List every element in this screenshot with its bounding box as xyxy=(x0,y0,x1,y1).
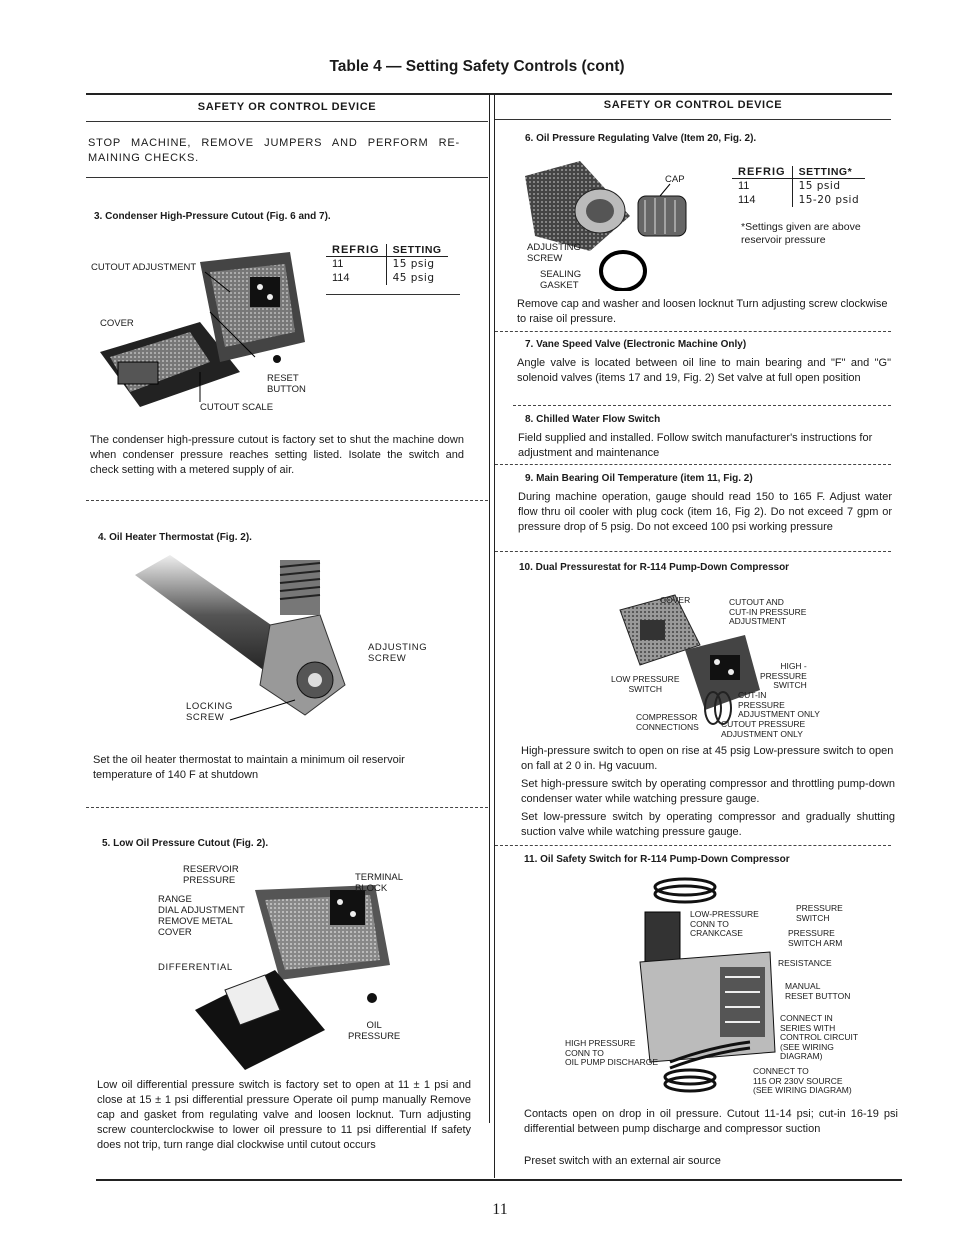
left-header-rule xyxy=(86,121,488,122)
label-oil-pressure: OIL PRESSURE xyxy=(348,1020,401,1042)
label-pressure-switch: PRESSURE SWITCH xyxy=(796,903,843,923)
table-header: SETTING* xyxy=(791,166,866,179)
pressure-cutout-photo xyxy=(100,252,305,407)
section-rule xyxy=(86,177,488,178)
item8-text: Field supplied and installed. Follow swi… xyxy=(518,432,873,459)
section-rule xyxy=(86,500,488,501)
label-manual-reset: MANUAL RESET BUTTON xyxy=(785,981,851,1001)
page-title: Table 4 — Setting Safety Controls (cont) xyxy=(329,58,625,75)
thermostat-photo xyxy=(135,555,346,721)
table-cell: 114 xyxy=(738,194,756,206)
label-pressure-switch-arm: PRESSURE SWITCH ARM xyxy=(788,928,843,948)
label-cover: COVER xyxy=(660,595,691,605)
label-high-pressure-conn: HIGH PRESSURE CONN TO OIL PUMP DISCHARGE xyxy=(565,1038,659,1067)
table-header: REFRIG xyxy=(326,244,387,257)
label-high-pressure-switch: HIGH - PRESSURE SWITCH xyxy=(760,661,807,690)
label-terminal-block: TERMINAL BLOCK xyxy=(355,872,404,894)
right-column-header: SAFETY OR CONTROL DEVICE xyxy=(603,99,783,111)
table-cell: 15 psid xyxy=(791,178,866,193)
item6-footnote: *Settings given are above reservoir pres… xyxy=(741,221,861,246)
item9-heading: 9. Main Bearing Oil Temperature (item 11… xyxy=(525,473,753,484)
label-range-dial: RANGE DIAL ADJUSTMENT REMOVE METAL COVER xyxy=(158,894,245,938)
label-reset-button: RESET BUTTON xyxy=(267,373,306,395)
item5-text: Low oil differential pressure switch is … xyxy=(97,1079,471,1151)
table-cell: 15-20 psid xyxy=(791,193,866,207)
item10-paragraph: High-pressure switch to open on rise at … xyxy=(521,745,894,772)
item10-heading: 10. Dual Pressurestat for R-114 Pump-Dow… xyxy=(519,562,790,573)
item3-text: The condenser high-pressure cutout is fa… xyxy=(90,434,464,476)
section-rule xyxy=(495,845,891,846)
label-connect-to-source: CONNECT TO 115 OR 230V SOURCE (SEE WIRIN… xyxy=(753,1066,852,1095)
label-resistance: RESISTANCE xyxy=(778,958,832,968)
item10-paragraph: Set high-pressure switch by operating co… xyxy=(521,778,895,805)
item8-heading: 8. Chilled Water Flow Switch xyxy=(525,414,661,425)
table-rule xyxy=(326,294,460,295)
table-bottom-rule xyxy=(96,1179,902,1181)
label-compressor-connections: COMPRESSOR CONNECTIONS xyxy=(636,712,699,732)
section-rule xyxy=(495,551,891,552)
label-cover: COVER xyxy=(100,318,134,329)
label-cutout-scale: CUTOUT SCALE xyxy=(200,402,274,413)
item5-heading: 5. Low Oil Pressure Cutout (Fig. 2). xyxy=(102,838,269,849)
table-header: REFRIG xyxy=(732,166,793,179)
label-connect-in-series: CONNECT IN SERIES WITH CONTROL CIRCUIT (… xyxy=(780,1013,859,1061)
table-cell: 15 psig xyxy=(385,256,448,271)
label-cutout-adjustment: CUTOUT ADJUSTMENT xyxy=(91,262,197,273)
oil-safety-switch-photo xyxy=(639,877,776,1093)
label-low-pressure-switch: LOW PRESSURE SWITCH xyxy=(611,674,680,694)
table-cell: 45 psig xyxy=(385,271,448,285)
item4-text: Set the oil heater thermostat to maintai… xyxy=(93,754,405,781)
item11-paragraph: Contacts open on drop in oil pressure. C… xyxy=(524,1108,898,1135)
table-cell: 11 xyxy=(332,258,344,270)
item11-heading: 11. Oil Safety Switch for R-114 Pump-Dow… xyxy=(524,854,790,865)
item9-text: During machine operation, gauge should r… xyxy=(518,491,892,533)
label-cutout-pressure: CUTOUT PRESSURE ADJUSTMENT ONLY xyxy=(721,719,806,739)
label-cap: CAP xyxy=(665,174,685,185)
label-adjusting-screw: ADJUSTING SCREW xyxy=(368,642,428,664)
item7-text: Angle valve is located between oil line … xyxy=(517,357,891,384)
section-rule xyxy=(495,464,891,465)
low-oil-cutout-photo xyxy=(195,885,390,1070)
table-cell: 11 xyxy=(738,180,750,192)
item7-heading: 7. Vane Speed Valve (Electronic Machine … xyxy=(525,339,747,350)
item6-text: Remove cap and washer and loosen locknut… xyxy=(517,298,888,325)
label-locking-screw: LOCKING SCREW xyxy=(186,701,233,723)
table-cell: 114 xyxy=(332,272,350,284)
section-rule xyxy=(495,331,891,332)
label-low-pressure-conn: LOW-PRESSURE CONN TO CRANKCASE xyxy=(690,909,759,938)
label-sealing-gasket: SEALING GASKET xyxy=(540,269,582,291)
column-divider xyxy=(489,93,490,1123)
label-cutin-pressure: CUT-IN PRESSURE ADJUSTMENT ONLY xyxy=(738,690,820,719)
section-rule xyxy=(513,405,891,406)
item3-heading: 3. Condenser High-Pressure Cutout (Fig. … xyxy=(94,211,331,222)
label-cutout-cutin: CUTOUT AND CUT-IN PRESSURE ADJUSTMENT xyxy=(729,597,807,626)
page-number: 11 xyxy=(492,1201,508,1218)
table-header: SETTING xyxy=(385,244,448,257)
item10-paragraph: Set low-pressure switch by operating com… xyxy=(521,811,895,838)
label-reservoir-pressure: RESERVOIR PRESSURE xyxy=(183,864,239,886)
right-header-rule xyxy=(495,119,891,120)
section-rule xyxy=(86,807,488,808)
pressurestat-photo xyxy=(619,594,760,725)
valve-photo xyxy=(525,161,687,291)
item4-heading: 4. Oil Heater Thermostat (Fig. 2). xyxy=(98,532,252,543)
label-differential: DIFFERENTIAL xyxy=(158,962,233,973)
item6-heading: 6. Oil Pressure Regulating Valve (Item 2… xyxy=(525,133,757,144)
item11-paragraph: Preset switch with an external air sourc… xyxy=(524,1155,721,1167)
label-adjusting-screw: ADJUSTING SCREW xyxy=(527,242,581,264)
intro-text: STOP MACHINE, REMOVE JUMPERS AND PERFORM… xyxy=(88,137,460,164)
left-column-header: SAFETY OR CONTROL DEVICE xyxy=(197,101,377,113)
column-divider-right xyxy=(494,93,495,1178)
